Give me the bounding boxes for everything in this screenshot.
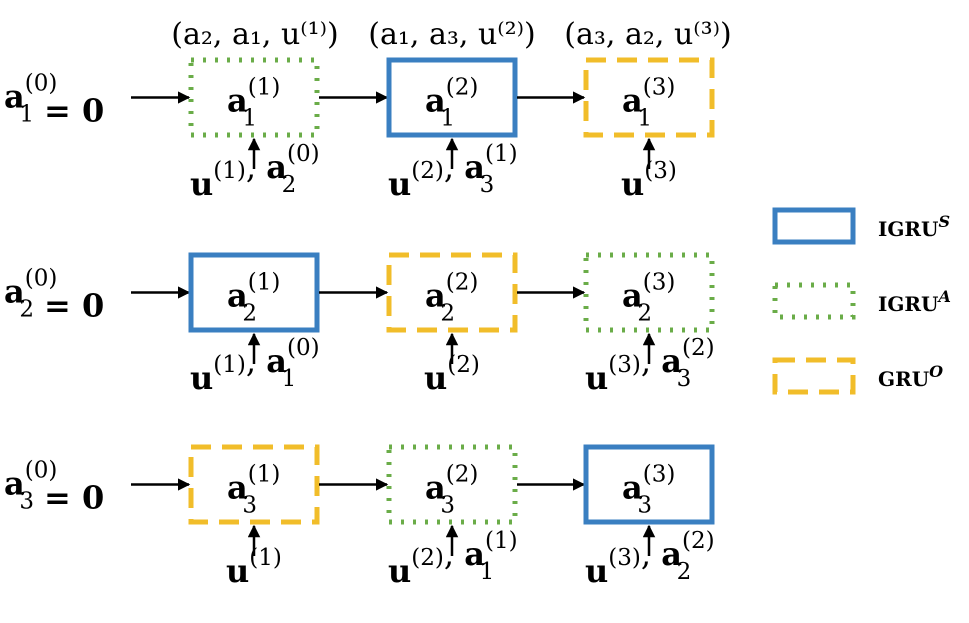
- legend: IGRUS IGRUA GRUO: [772, 207, 951, 395]
- column-header-1: (a₂, a₁, u⁽¹⁾): [171, 17, 338, 52]
- legend-item-igru-s: IGRUS: [772, 207, 950, 245]
- cell-box-gru-o: [583, 57, 715, 138]
- cell-state-label: a(1)1: [227, 75, 280, 132]
- cell-state-label: a(3)1: [622, 75, 675, 132]
- input-label: u(1): [226, 545, 282, 590]
- input-label: u(1), a(0)1: [190, 335, 320, 397]
- legend-swatch: [772, 282, 856, 320]
- legend-label: IGRUA: [878, 287, 951, 316]
- legend-swatch: [772, 207, 856, 245]
- legend-label: GRUO: [878, 362, 943, 391]
- initial-state-label: a(0)1= 0: [4, 71, 104, 130]
- cell-box-gru-o: [386, 252, 518, 333]
- initial-state-label: a(0)2= 0: [4, 266, 104, 325]
- cell-state-label: a(2)1: [425, 75, 478, 132]
- cell-box-gru-o: [188, 444, 320, 525]
- cell-box-igru-s: [583, 444, 715, 525]
- input-label: u(3), a(2)3: [585, 335, 715, 397]
- cell-box-igru-a: [386, 444, 518, 525]
- column-header-2: (a₁, a₃, u⁽²⁾): [368, 17, 535, 52]
- cell-box-igru-s: [386, 57, 518, 138]
- input-label: u(3): [621, 158, 677, 203]
- legend-item-igru-a: IGRUA: [772, 282, 951, 320]
- initial-state-label: a(0)3= 0: [4, 458, 104, 517]
- cell-box-igru-s: [188, 252, 320, 333]
- cell-state-label: a(3)3: [622, 462, 675, 519]
- input-label: u(2), a(1)1: [388, 528, 518, 590]
- cell-state-label: a(1)2: [227, 270, 280, 327]
- input-label: u(2): [424, 352, 480, 397]
- input-label: u(2), a(1)3: [388, 141, 518, 203]
- cell-state-label: a(3)2: [622, 270, 675, 327]
- input-label: u(3), a(2)2: [585, 528, 715, 590]
- legend-item-gru-o: GRUO: [772, 357, 943, 395]
- row-1: a(0)1= 0 a(1)1 u(1), a(0)2 a(2)1 u(2), a(1)3…: [4, 57, 715, 203]
- cell-box-igru-a: [188, 57, 320, 138]
- rows-layer: a(0)1= 0 a(1)1 u(1), a(0)2 a(2)1 u(2), a(1)3…: [4, 57, 715, 590]
- column-header-3: (a₃, a₂, u⁽³⁾): [564, 17, 731, 52]
- row-3: a(0)3= 0 a(1)3 u(1) a(2)3 u(2), a(1)1 a(3)3 u(…: [4, 444, 715, 590]
- cell-state-label: a(1)3: [227, 462, 280, 519]
- legend-swatch: [772, 357, 856, 395]
- row-2: a(0)2= 0 a(1)2 u(1), a(0)1 a(2)2 u(2) a(3)2 u(…: [4, 252, 715, 397]
- cell-state-label: a(2)2: [425, 270, 478, 327]
- cell-box-igru-a: [583, 252, 715, 333]
- input-label: u(1), a(0)2: [190, 141, 320, 203]
- legend-label: IGRUS: [878, 212, 950, 241]
- cell-state-label: a(2)3: [425, 462, 478, 519]
